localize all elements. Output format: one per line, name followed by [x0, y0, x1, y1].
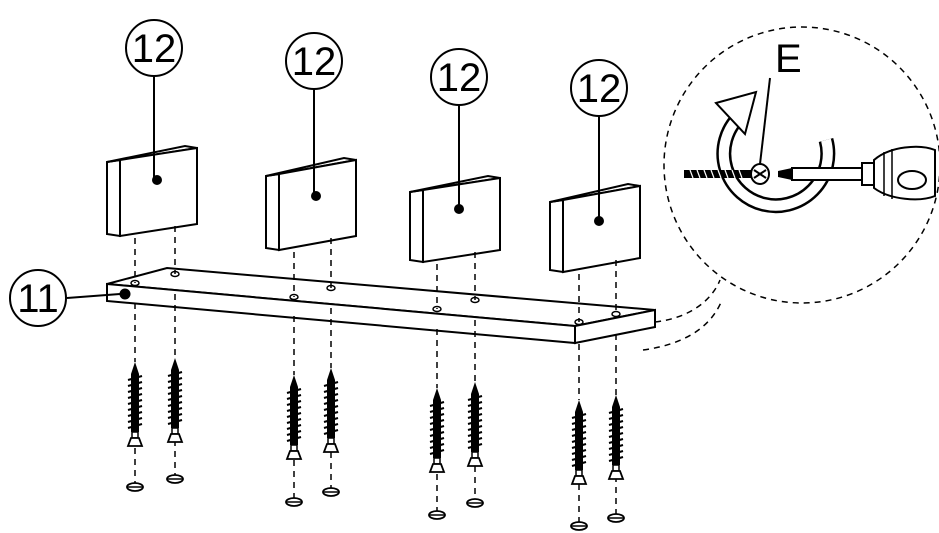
callout-12-b-label: 12	[292, 40, 337, 84]
callout-12-a: 12	[125, 19, 183, 180]
block-3	[409, 174, 501, 264]
screw	[322, 368, 340, 497]
screw	[607, 395, 625, 523]
screw	[166, 358, 184, 484]
callout-12-d: 12	[570, 59, 628, 221]
callout-11-label: 11	[17, 277, 59, 321]
block-1	[106, 144, 198, 238]
screw	[126, 362, 144, 492]
alignment-lines-upper	[134, 226, 617, 322]
detail-e: E	[642, 26, 939, 351]
screw	[428, 388, 446, 520]
callout-12-a-label: 12	[132, 27, 177, 71]
callout-12-c: 12	[430, 48, 488, 209]
screw	[466, 382, 484, 508]
alignment-lines-lower	[134, 294, 617, 523]
screw	[570, 400, 588, 531]
board	[106, 266, 656, 345]
callout-12-b: 12	[285, 32, 343, 196]
block-2	[265, 156, 357, 252]
screws	[126, 358, 625, 531]
block-4	[549, 182, 641, 274]
screw	[285, 375, 303, 507]
callout-12-d-label: 12	[577, 67, 622, 111]
callout-12-c-label: 12	[437, 56, 482, 100]
callout-11: 11	[9, 269, 121, 327]
detail-e-label: E	[775, 37, 802, 81]
